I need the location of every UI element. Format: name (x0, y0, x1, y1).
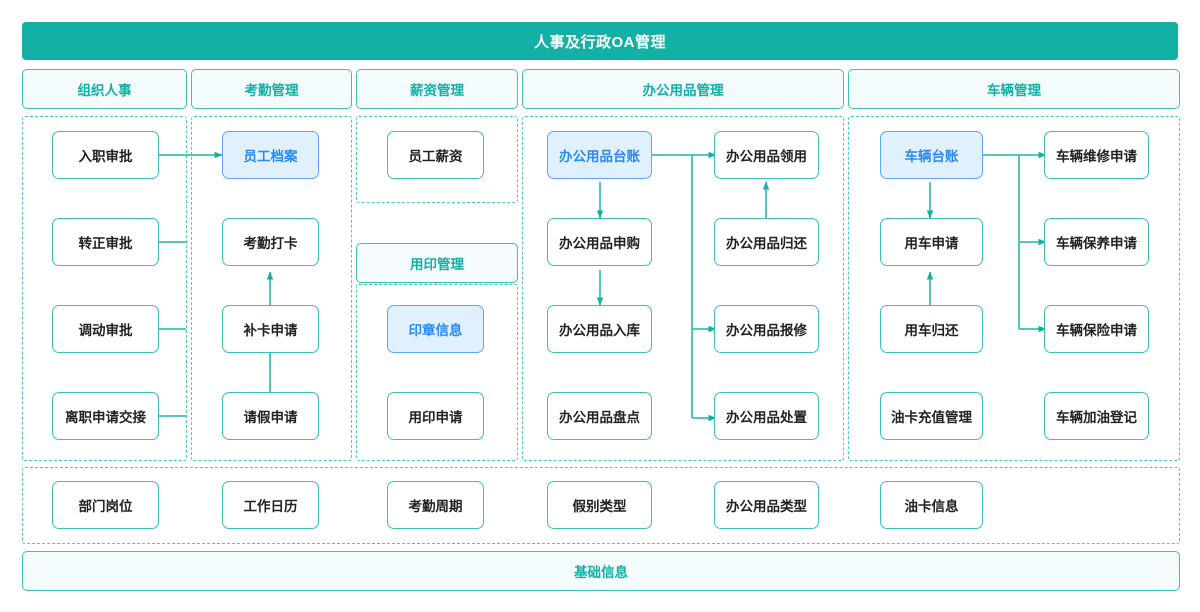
panel-payroll (356, 116, 518, 203)
panel-office-supplies (522, 116, 844, 461)
node-zhuanzheng-shenpi[interactable]: 转正审批 (52, 218, 159, 266)
page-title: 人事及行政OA管理 (22, 22, 1178, 60)
node-bangongyongpin-ruku[interactable]: 办公用品入库 (547, 305, 652, 353)
node-yinzhang-xinxi[interactable]: 印章信息 (387, 305, 484, 353)
category-header-payroll[interactable]: 薪资管理 (356, 69, 518, 109)
node-bangongyongpin-taizhang[interactable]: 办公用品台账 (547, 131, 652, 179)
node-yuangong-dangan[interactable]: 员工档案 (222, 131, 319, 179)
node-buka-shenqing[interactable]: 补卡申请 (222, 305, 319, 353)
node-yuangong-xinzi[interactable]: 员工薪资 (387, 131, 484, 179)
node-diaodong-shenpi[interactable]: 调动审批 (52, 305, 159, 353)
node-yongche-shenqing[interactable]: 用车申请 (880, 218, 983, 266)
node-bangongyongpin-leixing[interactable]: 办公用品类型 (714, 481, 819, 529)
node-bangongyongpin-chuzhi[interactable]: 办公用品处置 (714, 392, 819, 440)
node-lizhi-shenqing-jiaojie[interactable]: 离职申请交接 (52, 392, 159, 440)
node-bumen-gangwei[interactable]: 部门岗位 (52, 481, 159, 529)
node-yongyin-shenqing[interactable]: 用印申请 (387, 392, 484, 440)
node-cheliang-baoxian-shenqing[interactable]: 车辆保险申请 (1044, 305, 1149, 353)
node-bangongyongpin-lingyong[interactable]: 办公用品领用 (714, 131, 819, 179)
node-ruzhi-shenpi[interactable]: 入职审批 (52, 131, 159, 179)
node-jiabie-leixing[interactable]: 假别类型 (547, 481, 652, 529)
panel-basics (22, 467, 1180, 544)
category-header-org-hr[interactable]: 组织人事 (22, 69, 187, 109)
panel-seal (356, 284, 518, 461)
node-cheliang-baoyang-shenqing[interactable]: 车辆保养申请 (1044, 218, 1149, 266)
panel-vehicle (848, 116, 1180, 461)
node-bangongyongpin-guihuan[interactable]: 办公用品归还 (714, 218, 819, 266)
panel-org-hr (22, 116, 187, 461)
node-youka-chongzhi-guanli[interactable]: 油卡充值管理 (880, 392, 983, 440)
node-cheliang-taizhang[interactable]: 车辆台账 (880, 131, 983, 179)
node-cheliang-weixiu-shenqing[interactable]: 车辆维修申请 (1044, 131, 1149, 179)
node-youka-xinxi[interactable]: 油卡信息 (880, 481, 983, 529)
node-kaoqin-zhouqi[interactable]: 考勤周期 (387, 481, 484, 529)
panel-attendance (191, 116, 352, 461)
node-bangongyongpin-pandian[interactable]: 办公用品盘点 (547, 392, 652, 440)
node-bangongyongpin-shengou[interactable]: 办公用品申购 (547, 218, 652, 266)
sub-header-seal-management[interactable]: 用印管理 (356, 243, 518, 283)
node-bangongyongpin-baoxiu[interactable]: 办公用品报修 (714, 305, 819, 353)
node-kaoqin-daka[interactable]: 考勤打卡 (222, 218, 319, 266)
footer-basics-label: 基础信息 (22, 551, 1180, 591)
category-header-vehicle[interactable]: 车辆管理 (848, 69, 1180, 109)
node-yongche-guihuan[interactable]: 用车归还 (880, 305, 983, 353)
category-header-attendance[interactable]: 考勤管理 (191, 69, 352, 109)
category-header-office-supplies[interactable]: 办公用品管理 (522, 69, 844, 109)
node-qingjia-shenqing[interactable]: 请假申请 (222, 392, 319, 440)
node-gongzuo-rili[interactable]: 工作日历 (222, 481, 319, 529)
node-cheliang-jiayou-dengji[interactable]: 车辆加油登记 (1044, 392, 1149, 440)
